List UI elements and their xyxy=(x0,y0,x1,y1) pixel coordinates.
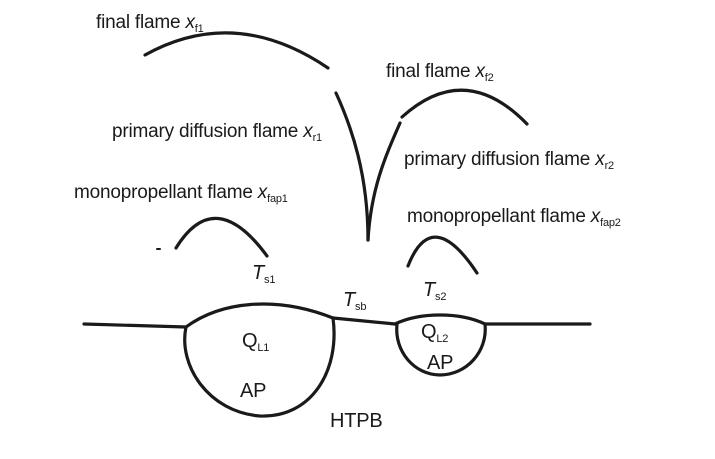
label-ql2-var: Q xyxy=(421,321,437,343)
label-final-flame-2: final flame xf2 xyxy=(386,62,494,84)
htpb-surface-middle xyxy=(331,316,397,326)
label-monopropellant-flame-1-sub: fap1 xyxy=(267,193,288,205)
label-primary-diffusion-flame-2-var: x xyxy=(595,149,605,170)
label-monopropellant-flame-2-var: x xyxy=(590,206,601,227)
ap-particle-1-surface xyxy=(184,302,335,329)
label-tsb-var: T xyxy=(343,289,356,311)
label-final-flame-1: final flame xf1 xyxy=(96,13,204,35)
ap-particle-2-surface xyxy=(393,313,487,326)
label-ts1-var: T xyxy=(252,262,265,284)
label-ql2: QL2 xyxy=(421,322,448,345)
label-final-flame-1-var: x xyxy=(185,12,195,33)
label-tsb: Tsb xyxy=(343,290,366,313)
final-flame-2-curve xyxy=(400,88,529,126)
label-monopropellant-flame-1-var: x xyxy=(257,182,268,203)
label-ap-1: AP xyxy=(240,380,267,402)
label-monopropellant-flame-1-text: monopropellant flame xyxy=(74,182,258,203)
label-primary-diffusion-flame-1-text: primary diffusion flame xyxy=(112,121,304,142)
label-ql1-var: Q xyxy=(242,330,258,352)
ap-particle-1-body xyxy=(183,316,336,418)
primary-diffusion-flame-1-curve xyxy=(334,91,370,242)
label-ts2-var: T xyxy=(423,279,436,301)
label-final-flame-2-sub: f2 xyxy=(484,72,494,84)
label-primary-diffusion-flame-1-sub: r1 xyxy=(312,132,323,144)
label-ts2-sub: s2 xyxy=(435,291,447,303)
label-monopropellant-flame-1: monopropellant flame xfap1 xyxy=(74,183,288,205)
label-final-flame-2-var: x xyxy=(475,61,485,82)
monopropellant-flame-1-curve xyxy=(174,216,269,258)
label-ql1-sub: L1 xyxy=(257,342,270,354)
label-monopropellant-flame-2-sub: fap2 xyxy=(600,217,621,229)
label-ap-2: AP xyxy=(427,352,454,374)
label-tsb-sub: sb xyxy=(355,301,367,313)
label-ql2-sub: L2 xyxy=(436,333,449,345)
htpb-surface-left xyxy=(82,322,188,329)
label-ts2: Ts2 xyxy=(423,280,446,303)
label-htpb: HTPB xyxy=(330,410,383,432)
ap-particle-2-body xyxy=(395,322,487,377)
label-final-flame-1-text: final flame xyxy=(96,12,186,33)
label-final-flame-1-sub: f1 xyxy=(194,23,204,35)
final-flame-1-curve xyxy=(143,31,330,70)
label-ts1: Ts1 xyxy=(252,263,275,286)
label-ql1: QL1 xyxy=(242,331,269,354)
label-monopropellant-flame-2: monopropellant flame xfap2 xyxy=(407,207,621,229)
label-primary-diffusion-flame-1-var: x xyxy=(303,121,313,142)
monopropellant-flame-2-curve xyxy=(406,235,479,275)
label-primary-diffusion-flame-1: primary diffusion flame xr1 xyxy=(112,122,322,144)
primary-diffusion-flame-2-curve xyxy=(366,121,402,242)
label-ts1-sub: s1 xyxy=(264,274,276,286)
label-primary-diffusion-flame-2-sub: r2 xyxy=(604,160,615,172)
label-final-flame-2-text: final flame xyxy=(386,61,476,82)
label-primary-diffusion-flame-2-text: primary diffusion flame xyxy=(404,149,596,170)
label-primary-diffusion-flame-2: primary diffusion flame xr2 xyxy=(404,150,614,172)
label-monopropellant-flame-2-text: monopropellant flame xyxy=(407,206,591,227)
